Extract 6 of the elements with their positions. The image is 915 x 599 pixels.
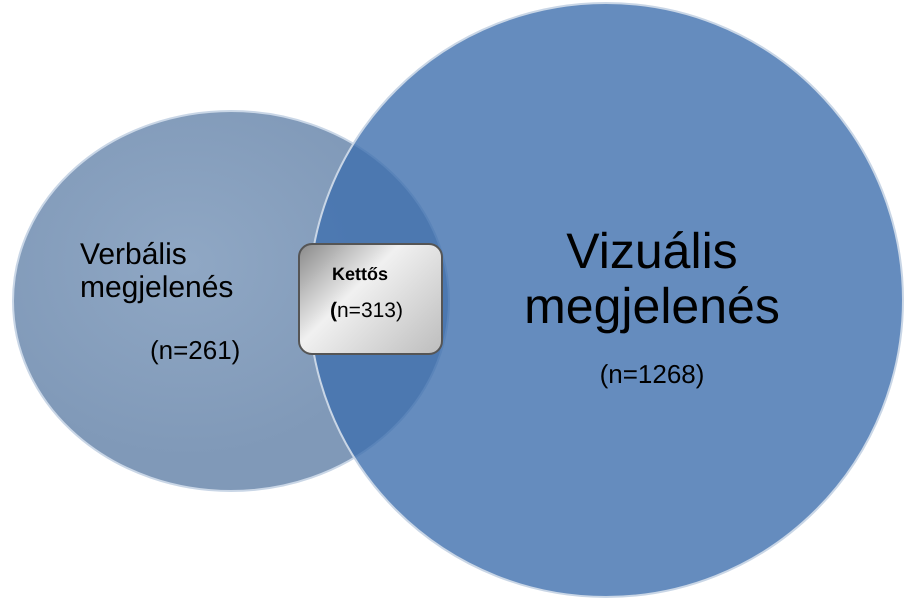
set-label: Vizuális megjelenés <box>523 224 781 334</box>
overlap-label: Kettős <box>332 265 388 285</box>
count-label: (n=261) <box>150 336 240 365</box>
count-label: (n=1268) <box>598 360 706 389</box>
count-label: (n=313) <box>330 299 403 322</box>
set-label: Verbális megjelenés <box>80 238 234 304</box>
